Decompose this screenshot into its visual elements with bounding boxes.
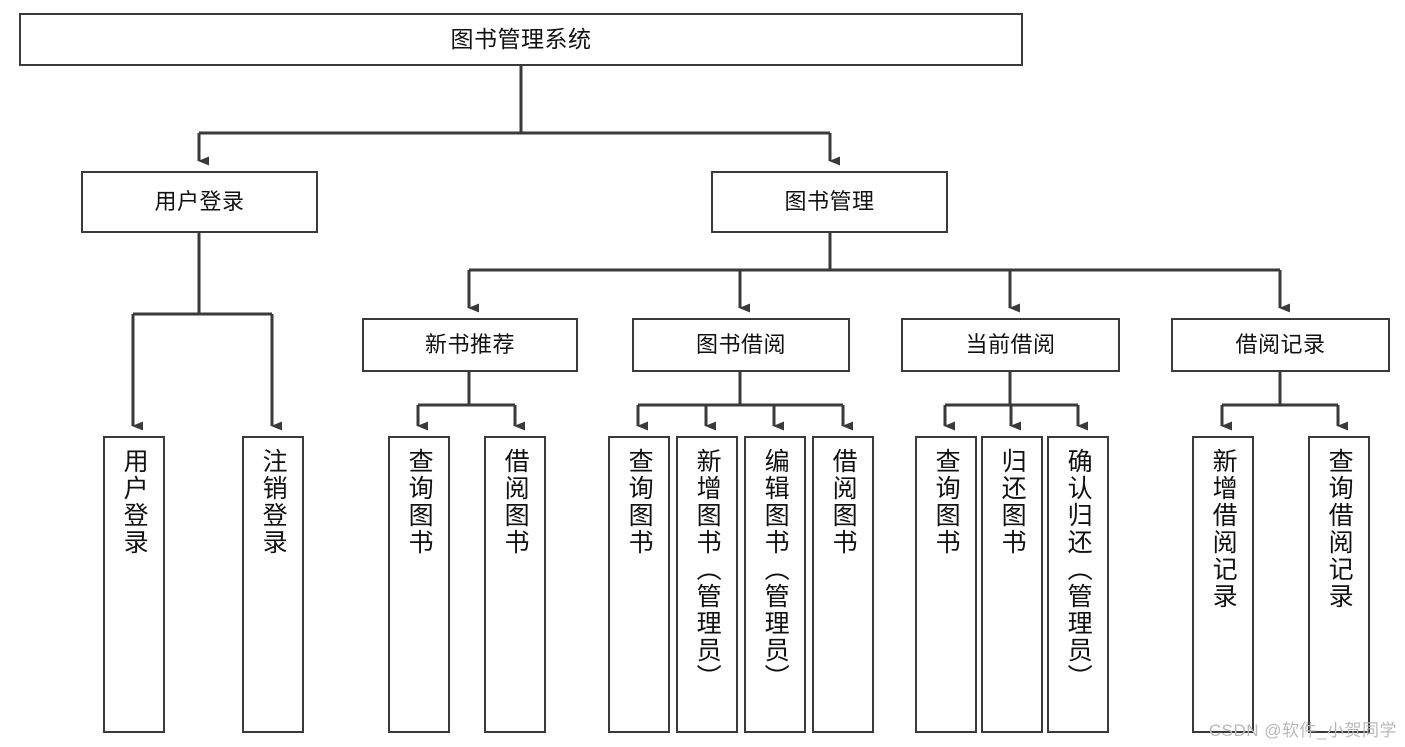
node-label: 图书管理 bbox=[784, 188, 875, 214]
leaf-query-book-current[interactable]: 查询图书 bbox=[915, 436, 977, 733]
leaf-add-borrow-record[interactable]: 新增借阅记录 bbox=[1192, 436, 1254, 733]
node-user-login[interactable]: 用户登录 bbox=[81, 171, 318, 233]
node-label: 借阅图书 bbox=[829, 448, 858, 556]
node-label: 当前借阅 bbox=[965, 331, 1056, 357]
node-label: 查询图书 bbox=[405, 448, 434, 556]
csdn-watermark: CSDN @软件_小贺同学 bbox=[1208, 721, 1397, 740]
node-borrow-record[interactable]: 借阅记录 bbox=[1171, 318, 1390, 372]
leaf-add-book-admin[interactable]: 新增图书（管理员） bbox=[676, 436, 738, 733]
node-label: 用户登录 bbox=[120, 448, 149, 556]
leaf-borrow-book-recommend[interactable]: 借阅图书 bbox=[484, 436, 546, 733]
node-label: 借阅图书 bbox=[501, 448, 530, 556]
leaf-query-borrow-record[interactable]: 查询借阅记录 bbox=[1308, 436, 1370, 733]
node-label: 图书借阅 bbox=[695, 331, 786, 357]
node-label: 注销登录 bbox=[259, 448, 288, 556]
node-current-borrow[interactable]: 当前借阅 bbox=[901, 318, 1120, 372]
node-new-book-recommend[interactable]: 新书推荐 bbox=[362, 318, 578, 372]
node-label: 编辑图书（管理员） bbox=[761, 448, 790, 691]
node-label: 新增借阅记录 bbox=[1209, 448, 1238, 610]
node-label: 用户登录 bbox=[154, 188, 245, 214]
leaf-logout[interactable]: 注销登录 bbox=[242, 436, 304, 733]
leaf-query-book-borrow[interactable]: 查询图书 bbox=[608, 436, 670, 733]
node-label: 查询图书 bbox=[932, 448, 961, 556]
leaf-borrow-book[interactable]: 借阅图书 bbox=[812, 436, 874, 733]
node-book-borrow[interactable]: 图书借阅 bbox=[632, 318, 850, 372]
node-book-manage[interactable]: 图书管理 bbox=[711, 171, 948, 233]
leaf-user-login[interactable]: 用户登录 bbox=[103, 436, 165, 733]
node-label: 新书推荐 bbox=[424, 331, 515, 357]
node-label: 借阅记录 bbox=[1235, 331, 1326, 357]
node-root-system[interactable]: 图书管理系统 bbox=[19, 13, 1023, 66]
leaf-edit-book-admin[interactable]: 编辑图书（管理员） bbox=[744, 436, 806, 733]
node-label: 图书管理系统 bbox=[450, 25, 592, 52]
node-label: 新增图书（管理员） bbox=[693, 448, 722, 691]
leaf-return-book[interactable]: 归还图书 bbox=[981, 436, 1043, 733]
node-label: 归还图书 bbox=[998, 448, 1027, 556]
node-label: 查询借阅记录 bbox=[1325, 448, 1354, 610]
leaf-query-book-recommend[interactable]: 查询图书 bbox=[388, 436, 450, 733]
node-label: 确认归还（管理员） bbox=[1064, 448, 1093, 691]
node-label: 查询图书 bbox=[625, 448, 654, 556]
leaf-confirm-return-admin[interactable]: 确认归还（管理员） bbox=[1047, 436, 1109, 733]
